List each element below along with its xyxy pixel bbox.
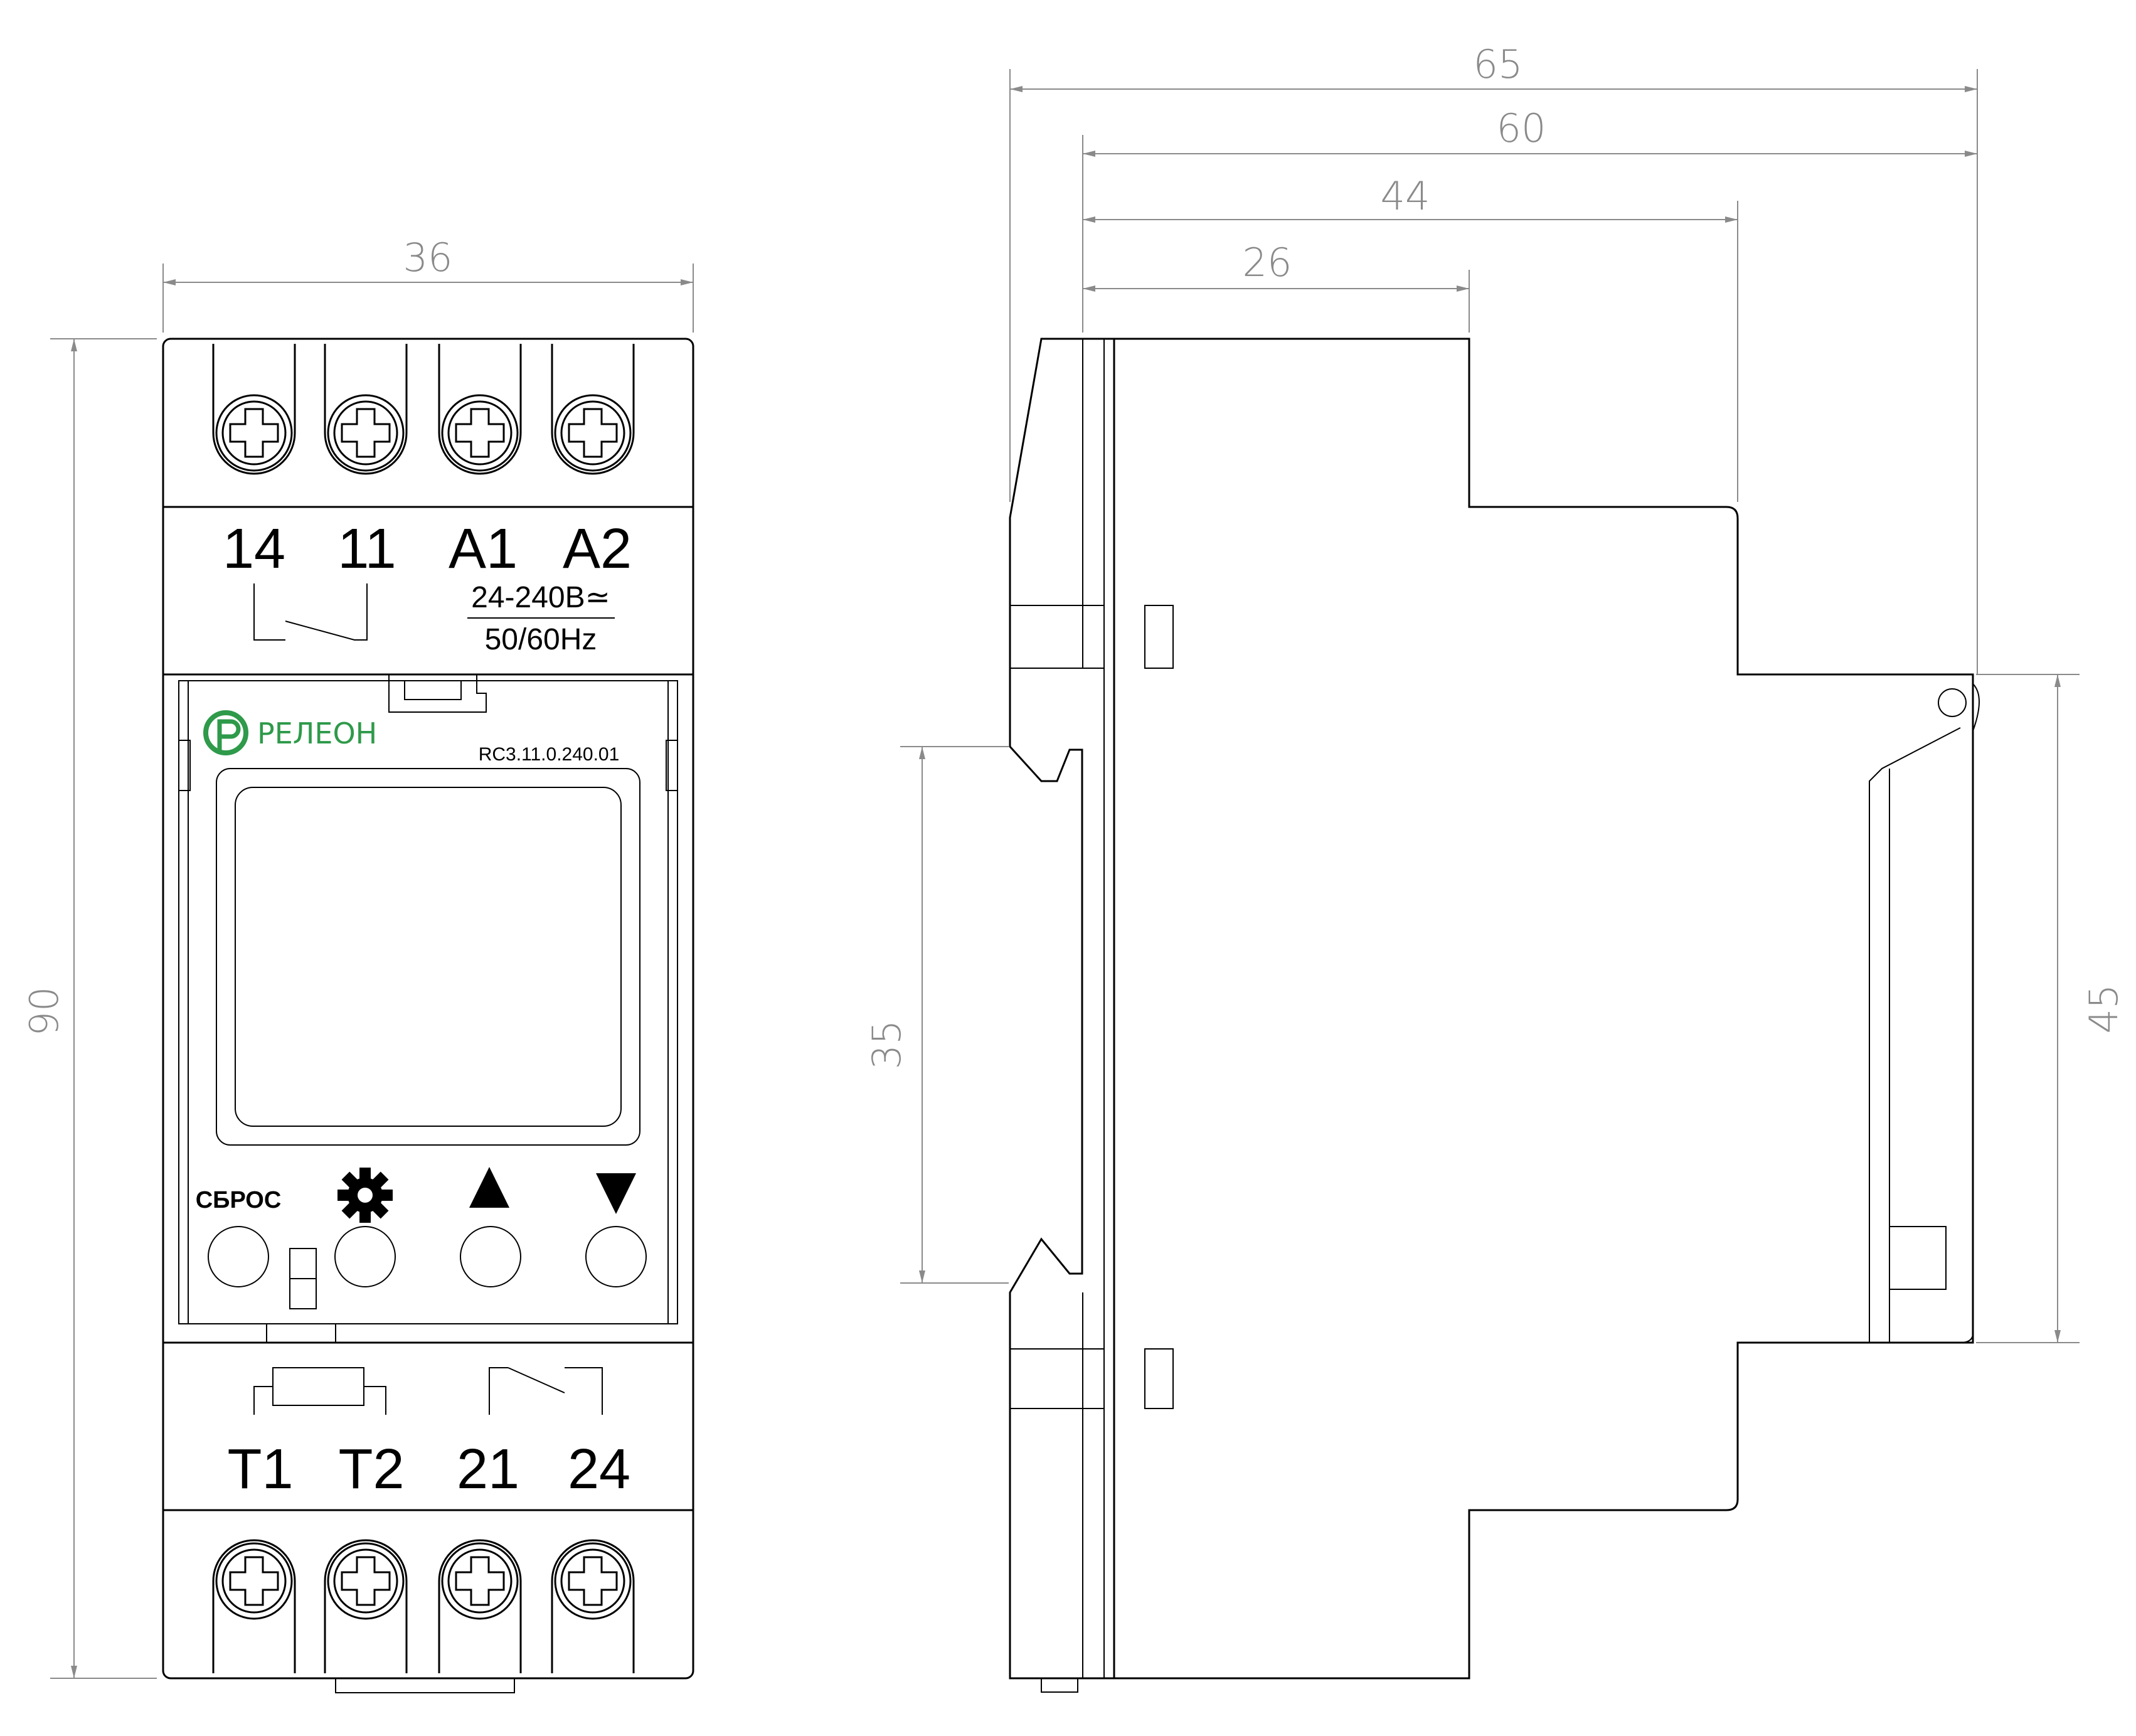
dim-side-overall: 65 xyxy=(1474,41,1523,87)
screw-icon xyxy=(554,1542,632,1620)
supply-frequency: 50/60Hz xyxy=(485,623,597,656)
dim-side-step: 44 xyxy=(1381,173,1430,219)
screw-icon xyxy=(441,394,519,472)
front-dimensions: 36 90 xyxy=(21,235,694,1679)
gear-icon xyxy=(337,1168,393,1223)
front-panel xyxy=(178,674,678,1343)
screw-icon xyxy=(327,394,405,472)
dim-front-width: 36 xyxy=(403,235,453,280)
up-button[interactable] xyxy=(460,1226,521,1287)
screw-icon xyxy=(215,1542,293,1620)
dim-side-front: 26 xyxy=(1243,240,1292,285)
down-button[interactable] xyxy=(585,1226,647,1287)
front-view: 14 11 A1 A2 24-240В≃ 50/60Hz РЕ xyxy=(162,338,694,1693)
screw-icon xyxy=(441,1542,519,1620)
dim-side-depth: 60 xyxy=(1497,105,1546,151)
dim-window-height: 45 xyxy=(2081,984,2127,1034)
hinge-pin xyxy=(1938,688,1967,717)
terminal-label-11: 11 xyxy=(337,518,396,580)
supply-voltage: 24-240В≃ xyxy=(471,581,610,614)
nc-contact-symbol xyxy=(489,1367,603,1415)
reset-label: СБРОС xyxy=(196,1187,282,1213)
dim-front-height: 90 xyxy=(21,987,67,1036)
screw-icon xyxy=(215,394,293,472)
din-clip-profile xyxy=(1009,338,1114,1680)
terminal-label-14: 14 xyxy=(223,518,285,580)
display-screen xyxy=(235,787,622,1127)
triangle-down-icon xyxy=(596,1173,636,1214)
front-body-outline xyxy=(162,338,694,1680)
terminal-label-24: 24 xyxy=(568,1438,630,1501)
screw-icon xyxy=(554,394,632,472)
settings-button[interactable] xyxy=(334,1226,396,1287)
din-latch xyxy=(335,1678,515,1693)
terminal-label-a1: A1 xyxy=(449,518,518,580)
terminal-label-21: 21 xyxy=(457,1438,519,1501)
dim-rail-width: 35 xyxy=(864,1020,910,1070)
bottom-terminal-block xyxy=(212,1539,635,1673)
model-number: RC3.11.0.240.01 xyxy=(479,744,620,765)
reset-button[interactable] xyxy=(208,1226,269,1287)
side-dimensions: 65 60 44 26 35 45 xyxy=(864,41,2127,1343)
terminal-label-t1: T1 xyxy=(227,1438,293,1501)
no-contact-symbol xyxy=(253,583,368,641)
terminal-label-a2: A2 xyxy=(563,518,632,580)
terminal-label-t2: T2 xyxy=(338,1438,404,1501)
triangle-up-icon xyxy=(469,1167,509,1208)
screw-icon xyxy=(327,1542,405,1620)
side-body-outline xyxy=(1113,338,1974,1680)
thermistor-symbol xyxy=(253,1367,386,1415)
side-view xyxy=(1009,338,1980,1693)
brand-logo xyxy=(203,710,248,755)
display-bezel xyxy=(216,768,640,1146)
brand-name: РЕЛЕОН xyxy=(257,716,377,750)
top-terminal-block xyxy=(212,344,635,475)
